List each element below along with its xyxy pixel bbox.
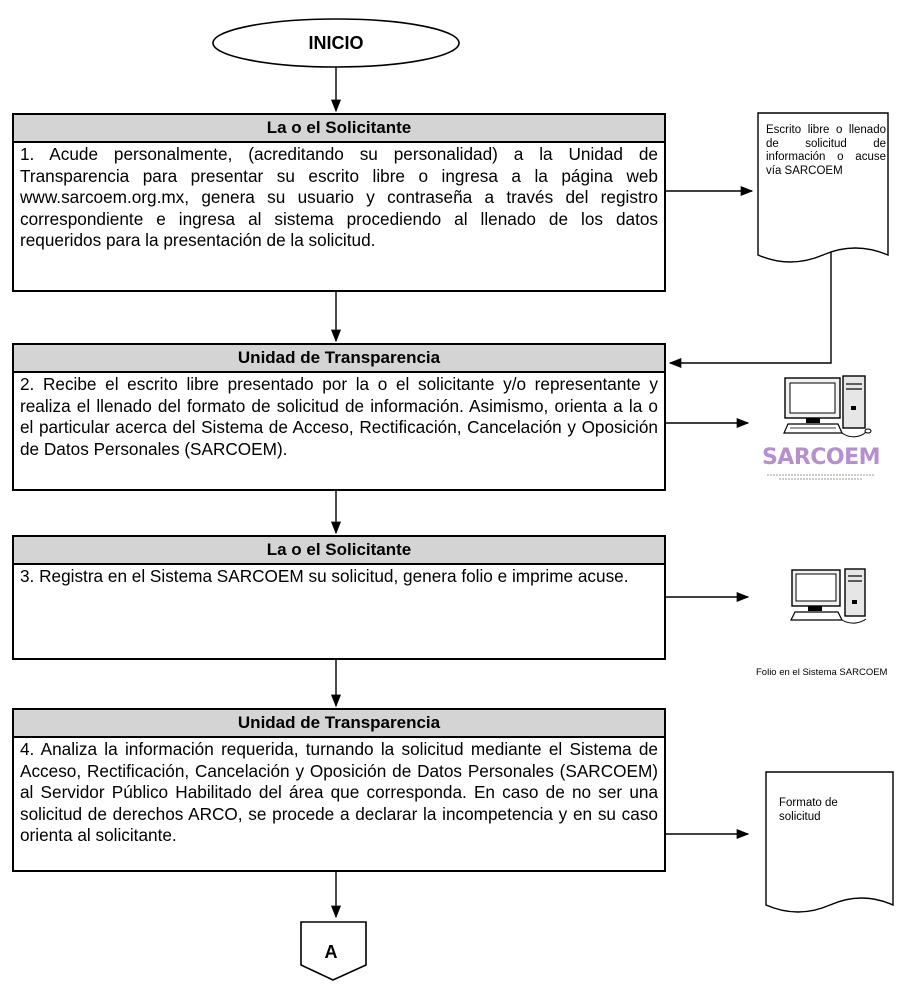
document-shape-2: [765, 771, 894, 913]
step-box-1: La o el Solicitante 1. Acude personalmen…: [12, 113, 666, 292]
step-actor: La o el Solicitante: [14, 537, 664, 565]
step-box-3: La o el Solicitante 3. Registra en el Si…: [12, 535, 666, 660]
start-label: INICIO: [308, 33, 364, 53]
document-label-1: Escrito libre o llenado de solicitud de …: [766, 124, 886, 177]
logo-subtext-lines: [767, 474, 875, 480]
step-description: 1. Acude personalmente, (acreditando su …: [20, 144, 658, 251]
step-description: 4. Analiza la información requerida, tur…: [20, 739, 658, 846]
document-shape-1: [757, 112, 889, 263]
computer-icon: [783, 375, 872, 438]
step-box-2: Unidad de Transparencia 2. Recibe el esc…: [12, 343, 666, 491]
step-actor: Unidad de Transparencia: [14, 345, 664, 373]
step-description: 3. Registra en el Sistema SARCOEM su sol…: [20, 566, 629, 586]
computer-icon: [790, 568, 867, 624]
sarcoem-logo: SARCOEM: [761, 445, 881, 470]
arrow-doc1-to-step2: [668, 237, 832, 369]
step-box-4: Unidad de Transparencia 4. Analiza la in…: [12, 708, 666, 872]
connector-label: A: [324, 942, 338, 962]
computer-caption: Folio en el Sistema SARCOEM: [756, 667, 888, 678]
step-actor: Unidad de Transparencia: [14, 710, 664, 738]
step-description: 2. Recibe el escrito libre presentado po…: [20, 374, 658, 459]
step-actor: La o el Solicitante: [14, 115, 664, 143]
offpage-connector: [300, 921, 367, 981]
document-label-2: Formato de solicitud: [779, 797, 838, 823]
